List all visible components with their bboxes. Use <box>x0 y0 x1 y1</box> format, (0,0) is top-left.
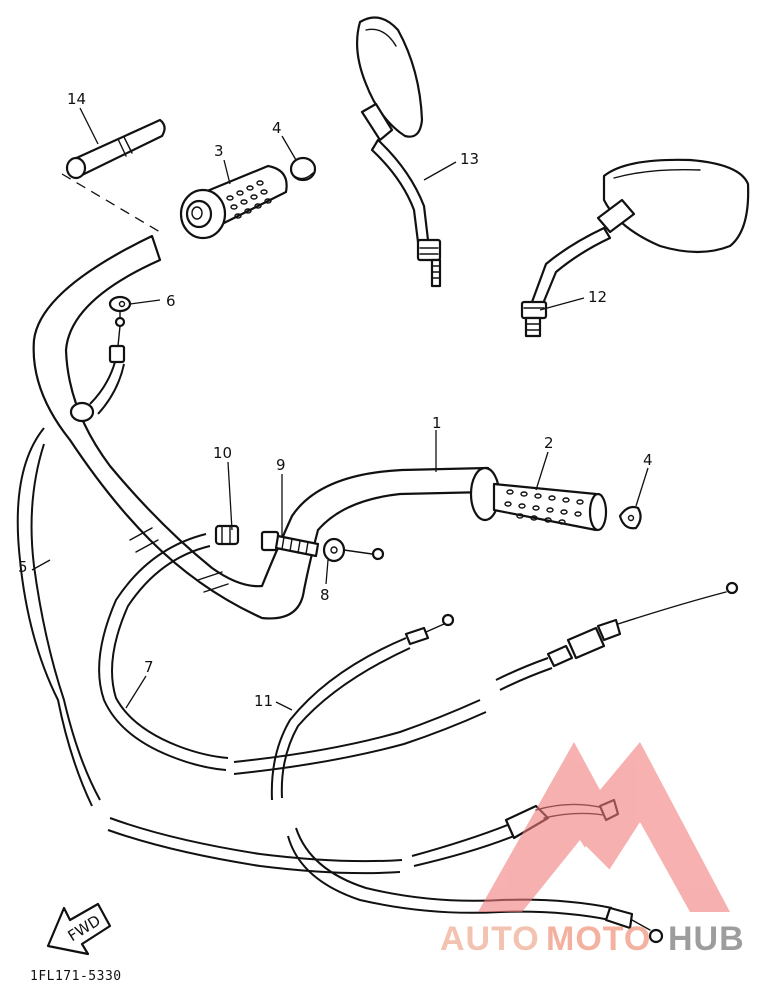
mirror-right <box>520 158 750 338</box>
label-2: 2 <box>544 434 554 452</box>
brake-hose <box>16 361 620 875</box>
label-3: 3 <box>214 142 224 160</box>
label-7: 7 <box>144 658 154 676</box>
cable-adjuster <box>260 530 320 558</box>
watermark-moto: MOTO <box>546 920 651 958</box>
label-12: 12 <box>588 288 607 306</box>
label-6: 6 <box>166 292 176 310</box>
hose-fitting <box>108 295 132 364</box>
grip-end-left <box>289 156 317 182</box>
watermark-hub: HUB <box>668 920 745 958</box>
drawing-code: 1FL171-5330 <box>30 969 122 984</box>
watermark-auto: AUTO <box>440 920 540 958</box>
leader-lines <box>31 107 649 711</box>
label-9: 9 <box>276 456 286 474</box>
bar-weight-axis-line <box>61 173 161 233</box>
label-4-top: 4 <box>272 119 282 137</box>
label-10: 10 <box>213 444 232 462</box>
front-arrow: FWD <box>46 902 112 956</box>
throttle-cable <box>270 613 664 944</box>
cable-clamp <box>322 537 385 563</box>
bar-weight <box>65 118 166 180</box>
grip-left <box>179 164 288 240</box>
grip-end-right <box>618 505 642 530</box>
watermark-logo <box>478 742 730 912</box>
label-13: 13 <box>460 150 479 168</box>
label-8: 8 <box>320 586 330 604</box>
watermark: AUTO MOTO HUB <box>440 742 745 958</box>
label-11: 11 <box>254 692 273 710</box>
cable-nut <box>214 524 240 546</box>
mirror-left <box>356 16 442 288</box>
label-5: 5 <box>18 558 28 576</box>
handlebar <box>32 234 490 620</box>
grip-right <box>469 466 608 532</box>
part-labels: 14 3 4 13 12 6 1 2 4 10 9 8 5 7 11 1FL17… <box>18 90 653 984</box>
label-4-right: 4 <box>643 451 653 469</box>
label-1: 1 <box>432 414 442 432</box>
label-14: 14 <box>67 90 86 108</box>
